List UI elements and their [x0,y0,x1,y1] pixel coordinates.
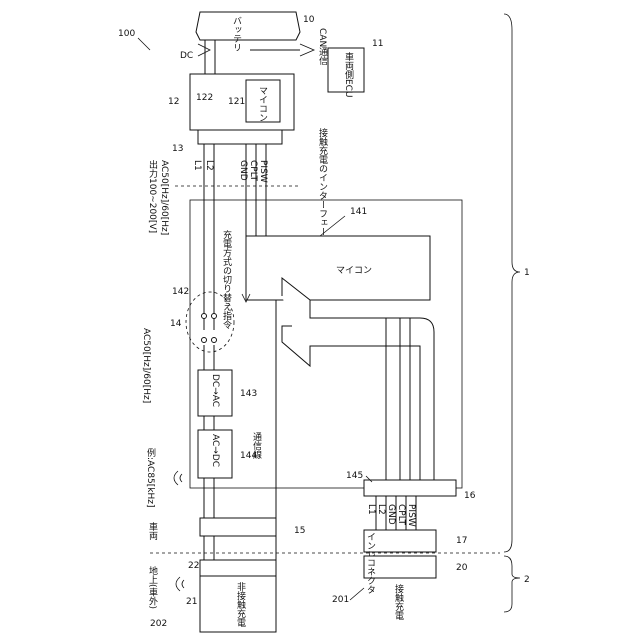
connector-label: コネクタ [365,558,376,594]
switch-contact-4 [212,338,217,343]
dc-arrow [198,44,210,56]
battery-ref: 10 [303,15,315,25]
ref-21: 21 [186,597,197,607]
battery-block [196,12,300,40]
ref-14: 14 [170,319,182,329]
wireless-icon-bottom [176,577,184,591]
dc-label: DC [180,51,193,61]
vehicle-label: 車両 [147,521,158,541]
switch-contact-3 [202,338,207,343]
ref-1: 1 [524,268,530,278]
sig-bot-gnd: GND [386,504,396,525]
interface-13-label: 接触充電のインターフェース [317,127,328,245]
ref-100-leader [138,38,150,50]
dcac-label: DC→AC [210,374,220,407]
switch-contact-2 [212,314,217,319]
contact-charger-leader [350,588,364,600]
example-ac: 例:AC85[kHz] [145,447,156,508]
sig-top-l1: L1 [192,160,202,171]
sig-bot-pisw: PISW [406,504,416,527]
brace-1 [504,14,520,552]
block-12-inner-ref: 122 [196,93,213,103]
switch-142-ref: 142 [172,287,189,297]
battery-label: バッテリ [231,16,242,52]
can-label: CAN通信 [317,28,328,66]
interface-13-ref: 13 [172,144,183,154]
switch-contact-1 [202,314,207,319]
noncontact-ref: 202 [150,619,167,629]
acdc-label: AC→DC [210,434,220,467]
sig-bot-l2: L2 [376,504,386,515]
contact-charger-ref: 201 [332,595,349,605]
ref-15: 15 [294,526,305,536]
inlet-ref: 17 [456,536,467,546]
sig-top-l2: L2 [204,160,214,171]
ground-label: 地上(車外) [147,565,158,609]
connector-ref: 20 [456,563,468,573]
vehicle-ecu-label: 車両側ECU [343,51,354,98]
vehicle-ecu-ref: 11 [372,39,383,49]
ref-16: 16 [464,491,476,501]
ac-spec-mid: AC50[Hz]/60[Hz] [141,328,151,403]
can-arrow [300,44,314,56]
ref-145: 145 [346,471,363,481]
switch-command: 充電方式の切り替え指令 [221,229,232,330]
mcu-121-label: マイコン [257,86,268,122]
interface-13 [198,130,282,144]
dc-bus [205,40,215,74]
contact-charger-label: 接触充電 [393,583,404,620]
sig-bot-l1: L1 [366,504,376,515]
signal-lines-upper [246,144,266,240]
control-arrow [282,278,434,480]
ref-100: 100 [118,29,135,39]
ground-coil-22 [200,560,276,576]
wireless-icon-top [174,471,182,485]
ref-22: 22 [188,561,199,571]
comm-line-label: 通信線 [251,432,262,459]
dcac-ref: 143 [240,389,257,399]
block-15 [200,518,276,536]
brace-2 [504,556,520,612]
ref-2: 2 [524,575,530,585]
power-lines-upper [204,144,214,330]
block-12-ref: 12 [168,97,179,107]
block-16 [364,480,456,496]
ac-spec-top: AC50[Hz]/60[Hz] [159,160,169,235]
noncontact-label: 非接触充電 [235,581,246,627]
sig-bot-cplt: CPLT [396,504,406,525]
mcu-141-label: マイコン [336,266,372,276]
output-spec: 出力100~200[V] [147,159,158,233]
mcu-141-ref: 141 [350,207,367,217]
mcu-121-ref: 121 [228,97,245,107]
